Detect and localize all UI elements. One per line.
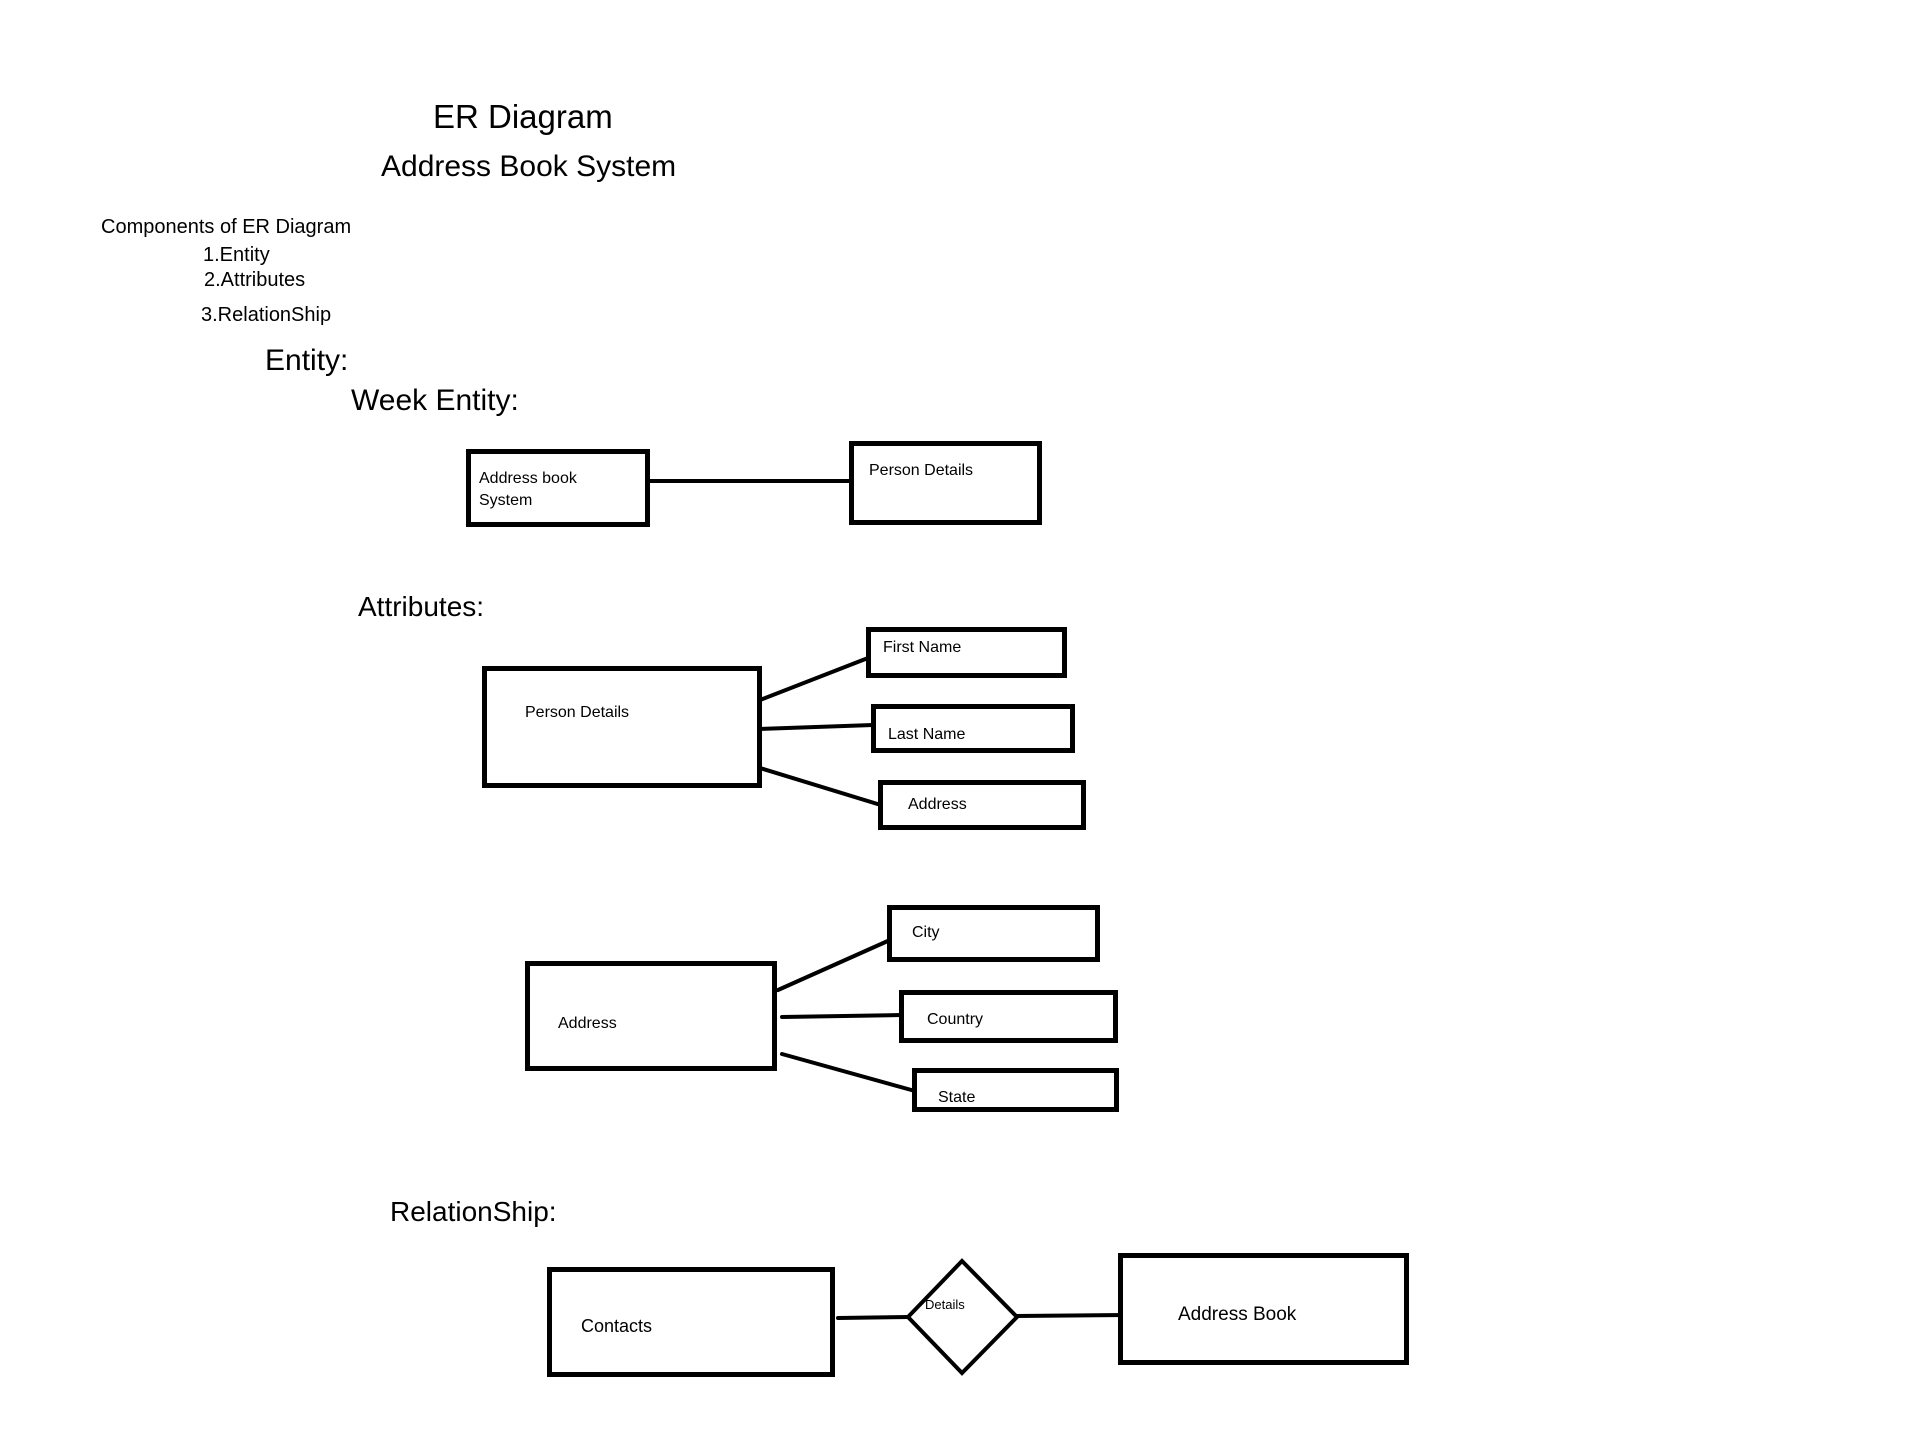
component-item-entity: 1.Entity <box>203 244 270 266</box>
attribute-city: City <box>887 905 1100 962</box>
entity-label: Contacts <box>581 1316 653 1336</box>
attribute-label: State <box>938 1089 976 1106</box>
section-attributes-heading: Attributes: <box>358 591 485 622</box>
entity-person-details-attr: Person Details <box>482 666 762 788</box>
entity-contacts: Contacts <box>547 1267 835 1377</box>
section-entity-heading: Entity: <box>265 344 349 377</box>
entity-label: Person Details <box>525 704 630 721</box>
attribute-last-name: Last Name <box>871 704 1075 753</box>
entity-address-book-system: Address book System <box>466 449 650 527</box>
connector-city <box>776 938 892 992</box>
entity-address: Address <box>525 961 777 1071</box>
attribute-address: Address <box>878 780 1086 830</box>
entity-label: Person Details <box>869 462 974 479</box>
attribute-label: First Name <box>883 639 962 656</box>
connector-contacts-details <box>836 1315 912 1320</box>
page-title: ER Diagram <box>433 98 613 135</box>
connector-state <box>780 1052 917 1093</box>
attribute-country: Country <box>899 990 1118 1043</box>
attribute-label: Last Name <box>888 726 966 743</box>
entity-person-details: Person Details <box>849 441 1042 525</box>
attribute-label: Country <box>927 1011 984 1028</box>
connector-last-name <box>756 723 875 731</box>
relationship-label: Details <box>925 1297 965 1312</box>
page-subtitle: Address Book System <box>381 150 677 183</box>
components-heading: Components of ER Diagram <box>101 216 352 238</box>
component-item-relationship: 3.RelationShip <box>201 304 332 326</box>
connector-details-addressbook <box>1014 1313 1128 1318</box>
component-item-attributes: 2.Attributes <box>204 269 306 291</box>
entity-label: Address book System <box>479 470 577 509</box>
section-week-entity-heading: Week Entity: <box>351 384 519 417</box>
entity-address-book: Address Book <box>1118 1253 1409 1365</box>
attribute-first-name: First Name <box>866 627 1067 678</box>
attribute-label: Address <box>908 796 967 813</box>
entity-label: Address Book <box>1178 1304 1297 1325</box>
section-relationship-heading: RelationShip: <box>390 1196 557 1227</box>
entity-label: Address <box>558 1015 617 1032</box>
attribute-state: State <box>912 1068 1119 1112</box>
connector-country <box>780 1013 904 1019</box>
connector-first-name <box>758 656 870 702</box>
connector-address <box>758 766 886 808</box>
relationship-diamond <box>905 1258 1020 1376</box>
attribute-label: City <box>912 924 940 941</box>
